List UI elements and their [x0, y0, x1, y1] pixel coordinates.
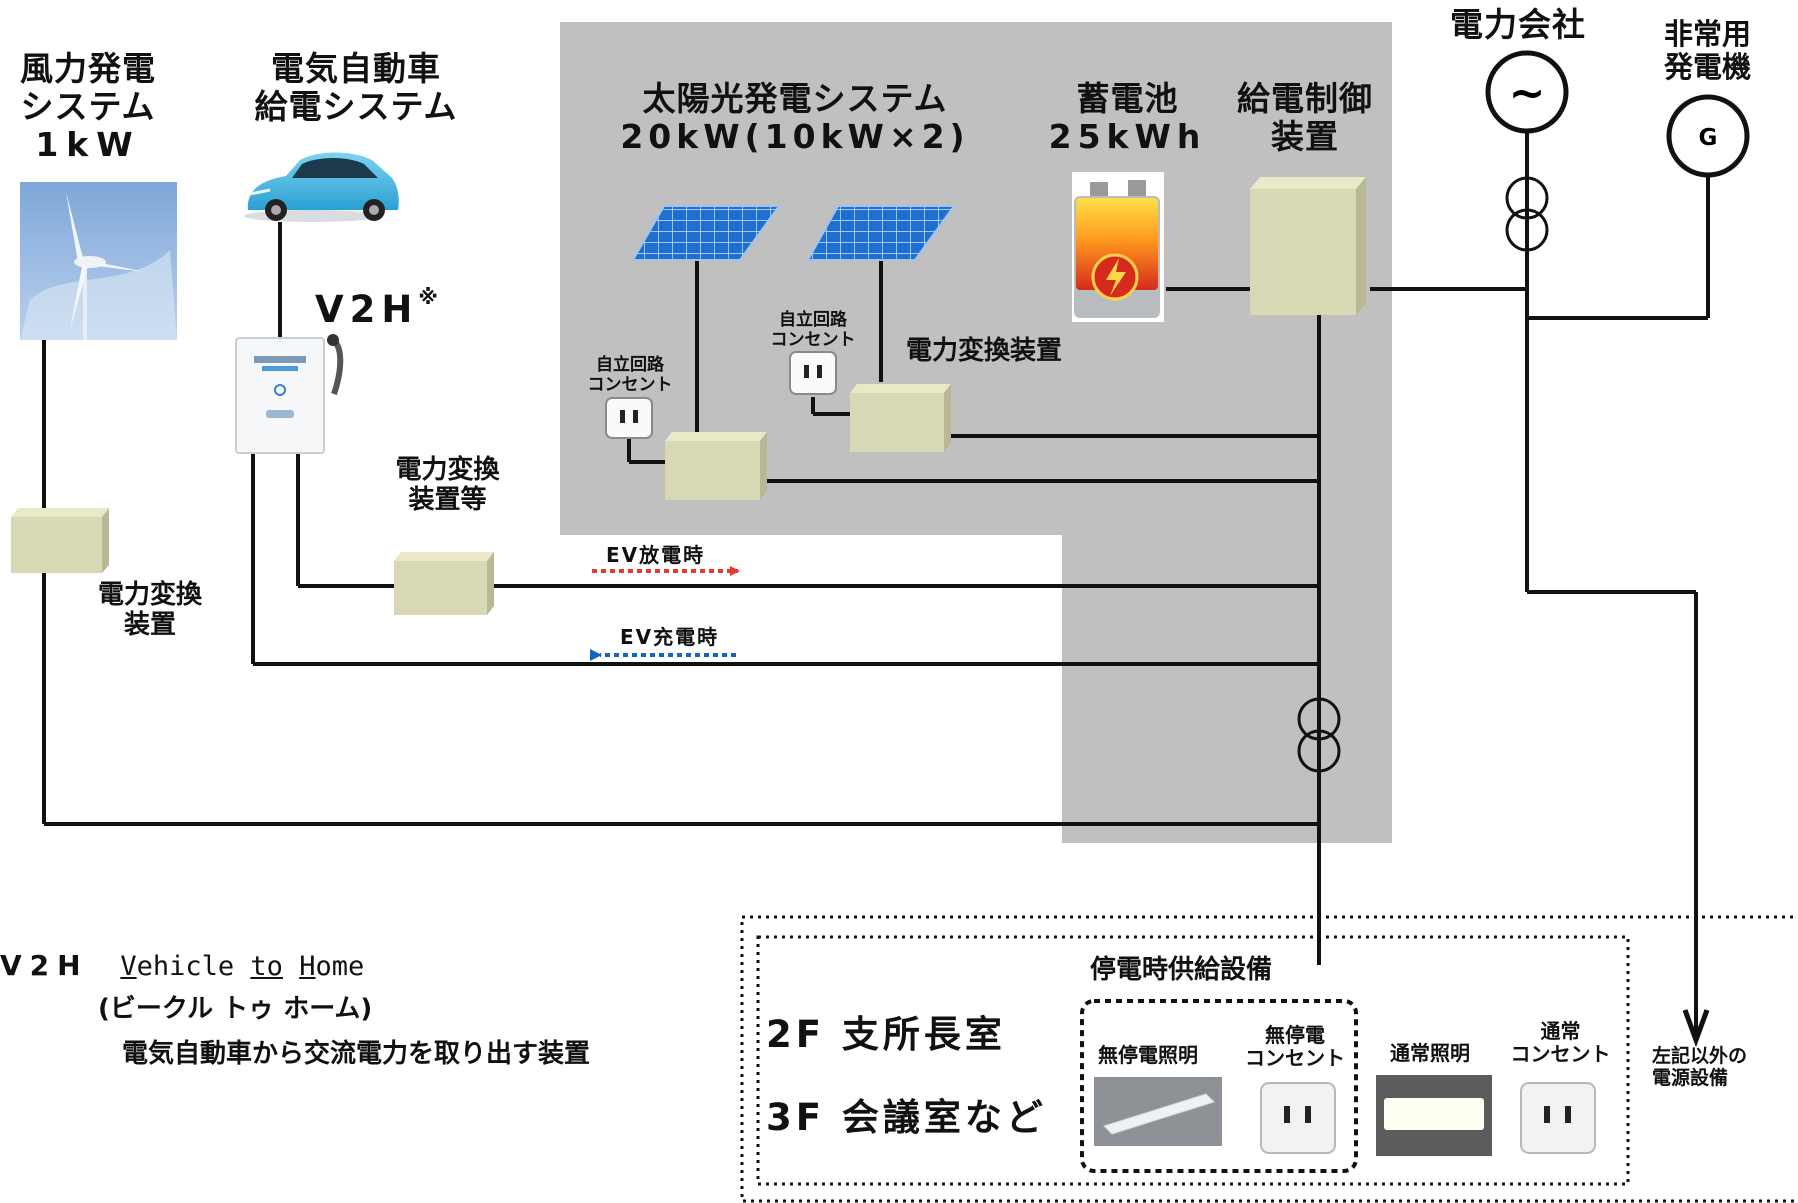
wind-converter-box [11, 508, 109, 573]
wind-converter-line1: 電力変換 [97, 580, 202, 610]
wind-converter-line2: 装置 [123, 609, 176, 640]
outlet1-line2: コンセント [587, 374, 673, 395]
floor-2f: 2F 支所長室 [766, 1013, 1006, 1056]
generator-title: 非常用 発電機 [1650, 17, 1765, 85]
v2h-text: V2H [315, 288, 419, 331]
outlet2-line2: コンセント [770, 329, 856, 350]
ev-title-line2: 給電システム [254, 86, 458, 126]
controller-title-line1: 給電制御 [1237, 79, 1373, 118]
ev-converter-box [394, 552, 494, 615]
ev-discharge-label: EV放電時 [606, 543, 706, 567]
ev-converter-label: 電力変換 装置等 [370, 455, 525, 516]
utility-title: 電力会社 [1450, 5, 1586, 44]
wind-capacity: 1kW [35, 124, 141, 164]
standalone-outlet-1 [605, 397, 653, 439]
generator-title-line1: 非常用 [1663, 17, 1751, 51]
transformer-top [1505, 176, 1549, 252]
transformer-bottom [1297, 697, 1341, 773]
v2h-unit-image [235, 334, 344, 454]
solar-converter-box-1 [665, 432, 767, 500]
solar-capacity: 20kW(10kW×2) [620, 116, 970, 156]
system-panel [560, 22, 1392, 843]
ev-title: 電気自動車 給電システム [226, 50, 486, 126]
backup-equipment-box [1080, 999, 1358, 1173]
wind-title-line1: 風力発電 [20, 49, 156, 88]
controller-title-line2: 装置 [1271, 116, 1339, 156]
ups-outlet-line1: 無停電 [1265, 1023, 1325, 1047]
note-ome: ome [315, 951, 365, 982]
wind-turbine-image [20, 182, 177, 340]
solar-converter-label: 電力変換装置 [906, 336, 1063, 366]
note-v2h: V2H [0, 949, 89, 982]
normal-outlet-image [1520, 1082, 1596, 1154]
v2h-note-line1: V2H Vehicle to Home [0, 949, 364, 982]
normal-outlet-line1: 通常 [1540, 1019, 1581, 1043]
generator-symbol-text: G [1699, 125, 1718, 151]
normal-outlet-label: 通常 コンセント [1498, 1020, 1623, 1066]
ups-light-image [1094, 1077, 1222, 1146]
solar-title: 太陽光発電システム 20kW(10kW×2) [570, 80, 1020, 156]
note-ehicle: ehicle [136, 951, 235, 982]
other-equipment-label: 左記以外の 電源設備 [1652, 1045, 1748, 1090]
wiring [42, 127, 1710, 1036]
v2h-note-description: 電気自動車から交流電力を取り出す装置 [122, 1039, 591, 1069]
floor-3f: 3F 会議室など [766, 1096, 1047, 1139]
ups-outlet-label: 無停電 コンセント [1230, 1024, 1360, 1070]
ev-converter-line1: 電力変換 [395, 455, 500, 485]
other-line1: 左記以外の [1652, 1045, 1748, 1067]
standalone-outlet-label-1: 自立回路 コンセント [580, 355, 680, 395]
ups-outlet-line2: コンセント [1245, 1046, 1345, 1070]
v2h-note-reading: (ビークル トゥ ホーム) [98, 994, 373, 1024]
utility-ac-symbol [1485, 50, 1569, 134]
solar-converter-box-2 [850, 384, 951, 452]
facility-inner-box [756, 935, 1630, 1186]
outlet2-line1: 自立回路 [779, 310, 847, 330]
generator-title-line2: 発電機 [1663, 50, 1751, 85]
battery-image [1072, 172, 1164, 322]
controller-title: 給電制御 装置 [1225, 80, 1385, 156]
utility-symbol-text: ~ [1509, 68, 1546, 119]
ups-outlet-image [1260, 1082, 1336, 1154]
ups-light-label: 無停電照明 [1098, 1043, 1198, 1067]
standalone-outlet-2 [789, 351, 837, 395]
outlet1-line1: 自立回路 [596, 355, 664, 375]
v2h-label: V2H※ [315, 286, 438, 332]
note-v: V [120, 951, 137, 982]
battery-title: 蓄電池 25kWh [1025, 80, 1230, 156]
wind-converter-label: 電力変換 装置 [80, 580, 220, 641]
other-arrow-head [1682, 1009, 1710, 1048]
battery-title-text: 蓄電池 [1076, 79, 1179, 118]
ev-charge-label: EV充電時 [620, 625, 720, 649]
note-to: to [250, 951, 283, 982]
solar-title-text: 太陽光発電システム [642, 79, 948, 118]
power-controller-box [1250, 177, 1366, 315]
electric-car-image [244, 152, 399, 222]
normal-outlet-line2: コンセント [1510, 1042, 1611, 1066]
ev-converter-line2: 装置等 [408, 484, 487, 515]
generator-symbol [1666, 94, 1750, 178]
battery-capacity: 25kWh [1048, 116, 1207, 156]
normal-light-image [1376, 1075, 1492, 1156]
note-english: Vehicle to Home [120, 951, 364, 982]
solar-panel-1 [631, 205, 781, 261]
solar-panel-2 [806, 205, 956, 261]
v2h-mark: ※ [418, 285, 438, 309]
other-line2: 電源設備 [1652, 1066, 1729, 1089]
wind-title: 風力発電 システム 1kW [8, 50, 168, 164]
facility-outer-box [740, 915, 1798, 1203]
ev-title-line1: 電気自動車 [271, 49, 441, 88]
standalone-outlet-label-2: 自立回路 コンセント [763, 310, 863, 350]
note-h: H [299, 951, 316, 982]
wind-title-line2: システム [20, 86, 156, 126]
normal-light-label: 通常照明 [1390, 1041, 1470, 1065]
backup-header: 停電時供給設備 [1090, 955, 1273, 985]
